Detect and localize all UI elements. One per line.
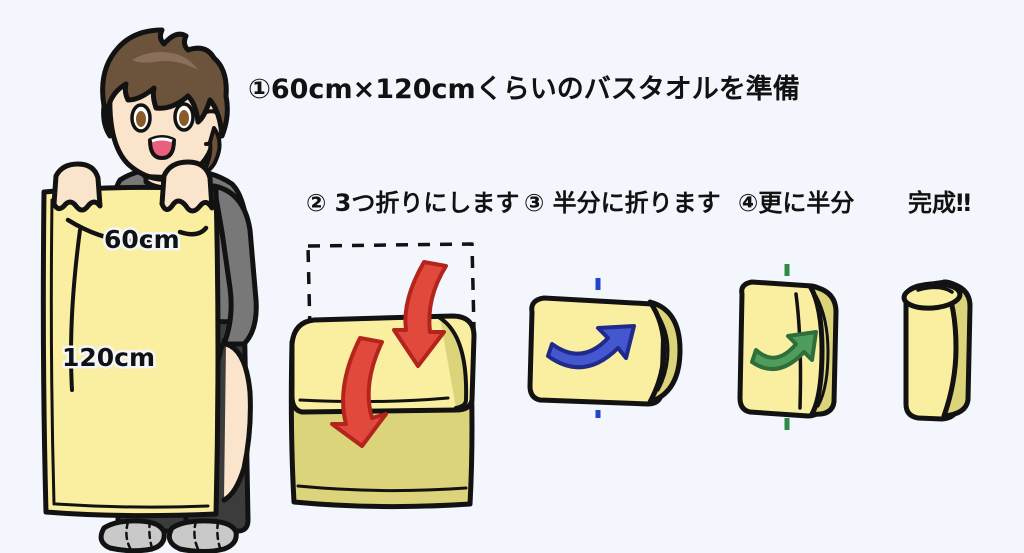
step-2-flap-hem <box>298 396 450 404</box>
page-title: ①60cm×120cmくらいのバスタオルを準備 <box>248 73 800 105</box>
hair <box>100 27 230 139</box>
hand-left <box>51 161 103 213</box>
step-3-roll-end <box>647 299 683 405</box>
step-3-arrow-blue <box>546 324 636 370</box>
boy-hands <box>51 159 215 214</box>
shoe-right <box>166 518 239 553</box>
step-2-flap-roll-edge <box>438 316 469 410</box>
big-towel <box>40 174 221 519</box>
boy-head <box>100 27 230 182</box>
shoe-left <box>98 518 167 553</box>
step-4-illustration: ④更に半分 <box>736 187 857 430</box>
shoe-right-stitching <box>193 519 222 551</box>
step-4-arrow-green <box>750 330 818 371</box>
towel-drape-left <box>65 217 153 244</box>
hair-sideburn <box>200 126 222 176</box>
shirt-sleeve-right <box>211 183 259 347</box>
shoe-left-stitching <box>125 519 154 550</box>
step-5-back-layer <box>941 279 973 419</box>
towel-height-label: 120cm <box>62 343 155 372</box>
step-3-illustration: ③ 半分に折ります <box>522 187 723 418</box>
forearm-right <box>221 341 253 503</box>
step-4-heading: ④更に半分 <box>738 189 854 217</box>
boy-shoes <box>98 518 239 553</box>
step-5-heading: 完成‼ <box>908 189 971 217</box>
towel-drape-right <box>177 225 209 237</box>
step-5-illustration: 完成‼ <box>901 187 974 422</box>
step-4-back-layer <box>807 283 839 417</box>
teeth <box>151 137 173 143</box>
iris-right <box>179 110 189 126</box>
step-2-lower-hem <box>296 484 468 493</box>
step-1-illustration: 60cm 120cm <box>40 27 259 553</box>
step-2-arrow-red-1 <box>392 260 448 368</box>
towel-fold-crease <box>69 228 82 392</box>
towel-hem-lines <box>49 198 210 509</box>
hair-highlight <box>132 52 198 70</box>
step-3-heading: ③ 半分に折ります <box>524 189 721 217</box>
step-2-arrow-red-2 <box>330 336 388 448</box>
step-2-illustration: ② 3つ折りにします <box>288 187 522 510</box>
iris-left <box>136 111 146 127</box>
step-3-roll-crease <box>654 310 670 392</box>
step-5-roll-top-crease <box>916 285 954 294</box>
mouth <box>148 135 176 160</box>
hand-right <box>159 159 215 214</box>
step-4-back-crease <box>814 294 830 408</box>
step-2-heading: ② 3つ折りにします <box>306 189 519 217</box>
towel-width-label: 60cm <box>104 225 180 254</box>
